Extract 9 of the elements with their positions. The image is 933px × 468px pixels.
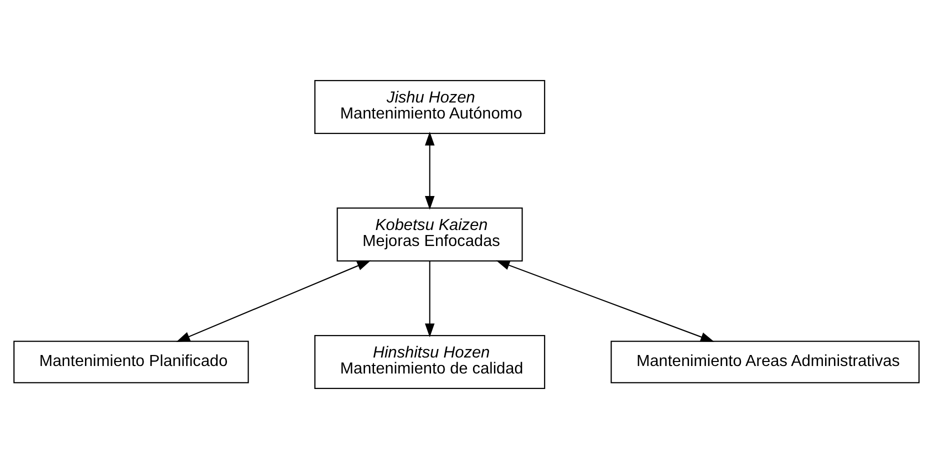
node-box: Mantenimiento Areas Administrativas	[610, 340, 920, 383]
node-box: Hinshitsu Hozen Mantenimiento de calidad	[314, 334, 546, 388]
node-box: Mantenimiento Planificado	[13, 340, 249, 383]
node-box: Jishu Hozen Mantenimiento Autónomo	[314, 80, 546, 134]
arrow	[424, 131, 435, 210]
arrow	[424, 260, 435, 337]
arrow	[496, 260, 714, 342]
node-box: Kobetsu Kaizen Mejoras Enfocadas	[336, 207, 523, 261]
arrow	[176, 260, 371, 342]
